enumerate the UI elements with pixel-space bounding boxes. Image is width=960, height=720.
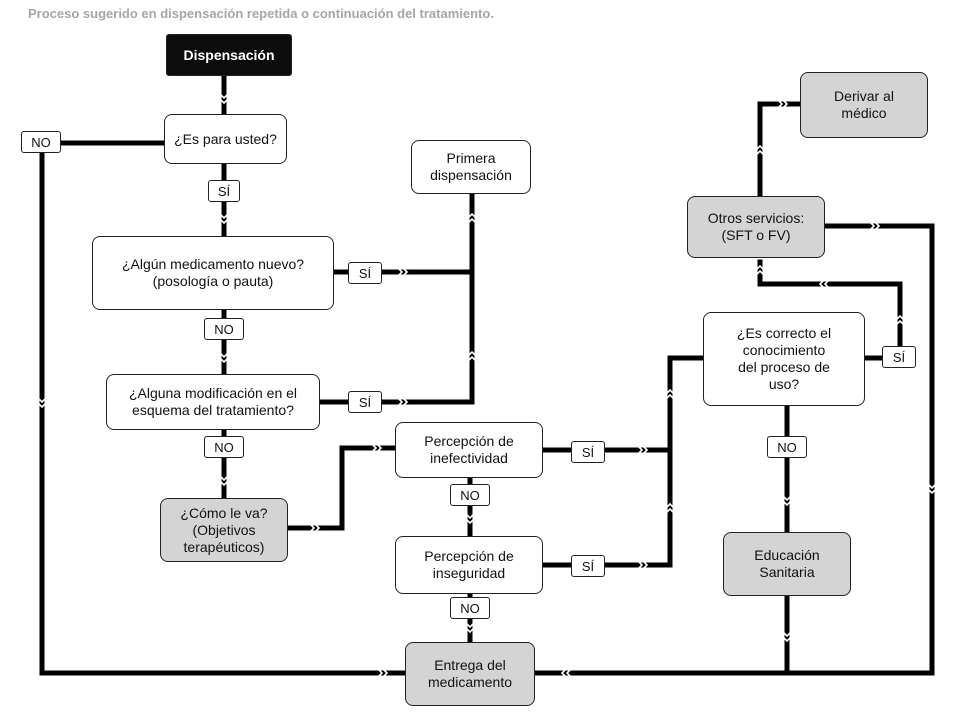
label-si: SÍ: [571, 441, 605, 463]
node-medicamento-nuevo: ¿Algún medicamento nuevo? (posología o p…: [92, 236, 334, 310]
label-si: SÍ: [348, 391, 382, 413]
label-no: NO: [21, 131, 61, 153]
label-no: NO: [450, 597, 490, 619]
node-percepcion-inseguridad: Percepción de inseguridad: [395, 536, 543, 594]
label-si: SÍ: [348, 262, 382, 284]
node-percepcion-inefectividad: Percepción de inefectividad: [395, 422, 543, 478]
label-si: SÍ: [208, 180, 240, 202]
node-como-le-va: ¿Cómo le va? (Objetivos terapéuticos): [160, 498, 288, 562]
node-es-para-usted: ¿Es para usted?: [164, 114, 287, 164]
node-educacion-sanitaria: Educación Sanitaria: [723, 532, 851, 596]
label-no: NO: [767, 436, 807, 458]
node-primera-dispensacion: Primera dispensación: [411, 140, 531, 194]
diagram-title: Proceso sugerido en dispensación repetid…: [28, 6, 494, 21]
node-modificacion-tratamiento: ¿Alguna modificación en el esquema del t…: [106, 374, 320, 430]
node-entrega-medicamento: Entrega del medicamento: [405, 642, 535, 706]
label-si: SÍ: [571, 555, 605, 577]
node-es-correcto-conocimiento: ¿Es correcto el conocimiento del proceso…: [703, 312, 865, 406]
label-si: SÍ: [882, 346, 916, 368]
label-no: NO: [204, 318, 244, 340]
label-no: NO: [204, 436, 244, 458]
label-no: NO: [450, 484, 490, 506]
node-otros-servicios: Otros servicios: (SFT o FV): [687, 196, 825, 258]
node-dispensacion: Dispensación: [166, 34, 292, 76]
node-derivar-medico: Derivar al médico: [800, 72, 928, 138]
